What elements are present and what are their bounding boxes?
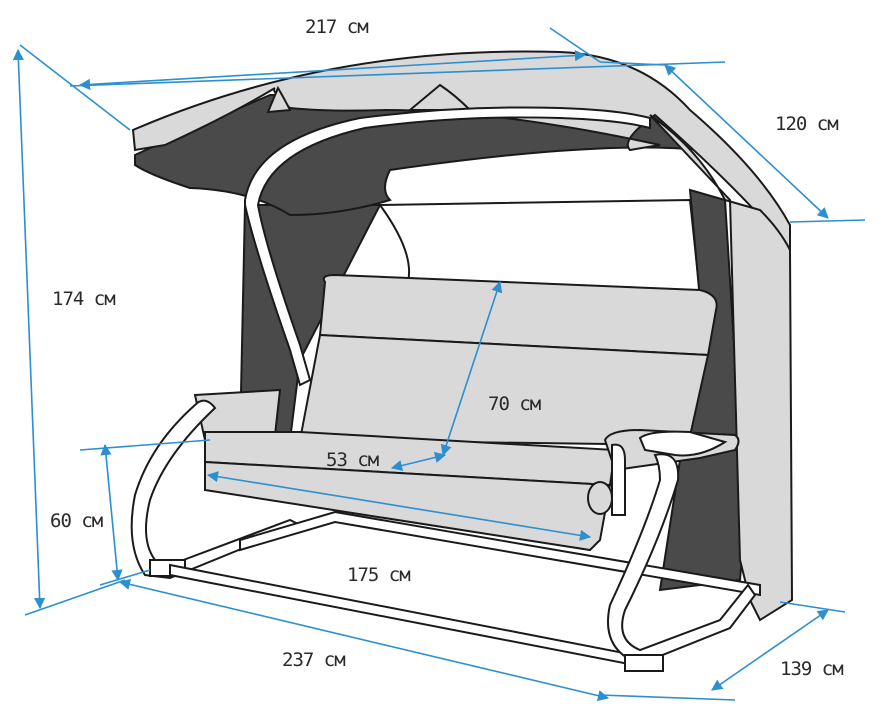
- base-rail-front: [169, 563, 661, 672]
- label-backrest-height: 70 см: [488, 393, 541, 415]
- label-canopy-width: 217 см: [305, 16, 369, 38]
- label-seat-depth: 53 см: [326, 449, 379, 471]
- backrest-top-roll: [318, 273, 718, 357]
- label-seat-width: 175 см: [347, 564, 411, 586]
- dim-line-backrest-height: [440, 280, 503, 457]
- seat-roll-end: [587, 481, 613, 515]
- label-base-depth: 139 см: [780, 658, 844, 680]
- dim-line-seat-width: [206, 471, 592, 541]
- label-canopy-depth: 120 см: [775, 113, 839, 135]
- right-arm-pad: [638, 430, 728, 457]
- label-seat-height: 60 см: [50, 510, 103, 532]
- dim-line-seat-depth: [390, 451, 447, 472]
- right-armrest-support: [611, 443, 626, 516]
- frame-arch: [244, 106, 651, 387]
- right-foot: [624, 654, 664, 672]
- dim-line-canopy-depth: [664, 64, 829, 219]
- dim-line-canopy-width: [78, 50, 587, 90]
- dim-line-total-height: [12, 48, 46, 610]
- label-total-height: 174 см: [52, 288, 116, 310]
- dim-line-seat-height: [100, 443, 123, 582]
- dim-line-base-depth: [711, 609, 829, 691]
- dim-line-base-width: [118, 578, 610, 702]
- backrest-cushion: [298, 333, 710, 447]
- dimension-lines: [12, 27, 866, 702]
- label-base-width: 237 см: [282, 649, 346, 671]
